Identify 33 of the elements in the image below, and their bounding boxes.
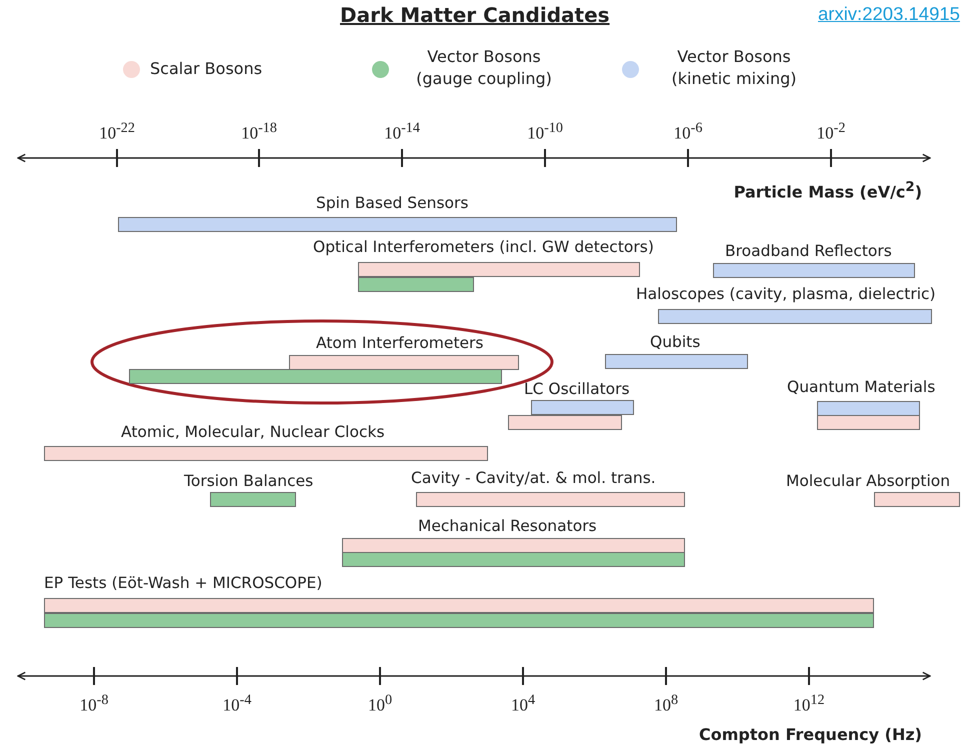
legend-label: Vector Bosons (kinetic mixing): [670, 46, 798, 90]
axis-title: Particle Mass (eV/c$^{2}$): [734, 180, 922, 202]
tick-label: 10$^{8}$: [654, 692, 678, 716]
tick-label: 10$^{-2}$: [816, 120, 846, 144]
legend-label: Vector Bosons (gauge coupling): [415, 46, 553, 90]
range-label: Spin Based Sensors: [316, 193, 468, 213]
tick-label: 10$^{0}$: [368, 692, 392, 716]
range-label: Atom Interferometers: [316, 333, 484, 353]
tick-label: 10$^{12}$: [793, 692, 825, 716]
legend-label: Scalar Bosons: [150, 58, 264, 80]
tick-label: 10$^{-14}$: [384, 120, 420, 144]
range-label: Atomic, Molecular, Nuclear Clocks: [121, 422, 385, 442]
range-label: LC Oscillators: [524, 379, 630, 399]
range-label: EP Tests (Eöt-Wash + MICROSCOPE): [44, 573, 322, 593]
tick-label: 10$^{-22}$: [99, 120, 135, 144]
range-label: Molecular Absorption: [786, 471, 950, 491]
range-label: Broadband Reflectors: [725, 241, 892, 261]
range-label: Quantum Materials: [787, 377, 936, 397]
tick-label: 10$^{-6}$: [674, 120, 702, 144]
tick-label: 10$^{-10}$: [527, 120, 563, 144]
reference-link: arxiv:2203.14915: [818, 3, 960, 25]
range-label: Torsion Balances: [184, 471, 314, 491]
title: Dark Matter Candidates: [340, 3, 610, 27]
range-label: Mechanical Resonators: [418, 516, 597, 536]
tick-label: 10$^{-18}$: [241, 120, 277, 144]
range-label: Qubits: [650, 332, 700, 352]
tick-label: 10$^{-4}$: [222, 692, 252, 716]
tick-label: 10$^{-8}$: [80, 692, 108, 716]
range-label: Optical Interferometers (incl. GW detectors): [313, 237, 654, 257]
tick-label: 10$^{4}$: [510, 692, 536, 716]
range-label: Haloscopes (cavity, plasma, dielectric): [636, 284, 936, 304]
axis-title: Compton Frequency (Hz): [698, 725, 922, 744]
range-label: Cavity - Cavity/at. & mol. trans.: [411, 468, 656, 488]
